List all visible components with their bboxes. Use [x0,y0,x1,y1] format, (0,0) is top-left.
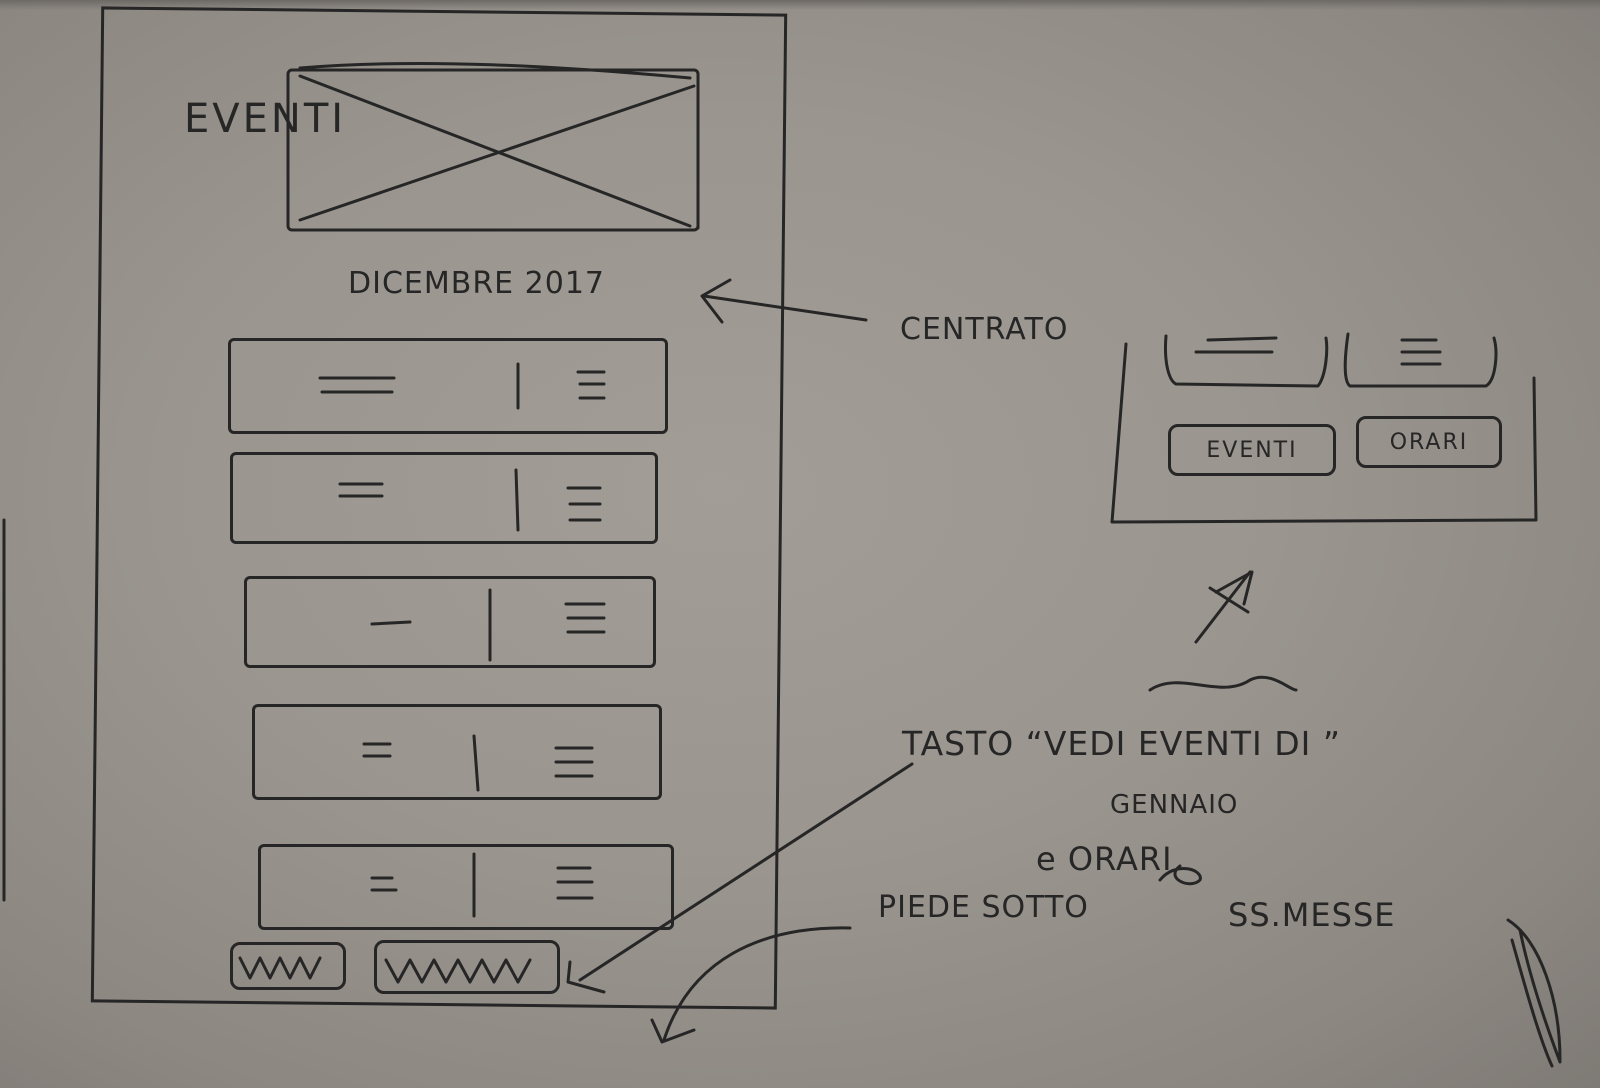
scribble-crossout-2 [1158,864,1202,886]
paper-edge-shadow [0,0,1600,10]
button-note-line3: e ORARI [1036,840,1173,878]
row-4-marks [362,734,594,792]
footer-left-squiggle [238,956,322,980]
header-title: EVENTI [184,96,347,142]
event-row-4[interactable] [252,704,662,800]
arrow-footer-below [650,926,852,1044]
scribble-corner [1506,918,1562,1068]
button-note-line1: TASTO “VEDI EVENTI DI ” [902,724,1341,763]
row-2-marks [338,468,602,532]
event-row-2[interactable] [230,452,658,544]
footer-note: PIEDE SOTTO [878,890,1089,925]
event-row-3[interactable] [244,576,656,668]
event-row-1[interactable] [228,338,668,434]
row-3-marks [370,588,606,662]
arrow-to-footer-mock [1194,570,1254,644]
footer-mock-frame [1110,332,1538,524]
arrow-centered [700,278,868,324]
centered-note: CENTRATO [900,312,1069,347]
hero-image-placeholder [286,61,700,232]
button-note-line4: SS.MESSE [1228,896,1396,934]
footer-mock-orari-button[interactable]: ORARI [1356,416,1502,468]
phone-footer-button-left[interactable] [230,942,346,990]
arrow-to-footer-button [566,762,914,994]
scribble-crossout-1 [1148,675,1298,692]
row-5-marks [370,852,594,918]
footer-mock-eventi-button[interactable]: EVENTI [1168,424,1336,476]
footer-right-squiggle [384,958,532,984]
month-label: DICEMBRE 2017 [348,266,605,301]
row-1-marks [318,362,606,410]
event-row-5[interactable] [258,844,674,930]
phone-footer-button-right[interactable] [374,940,560,994]
button-note-line2: GENNAIO [1110,790,1239,820]
